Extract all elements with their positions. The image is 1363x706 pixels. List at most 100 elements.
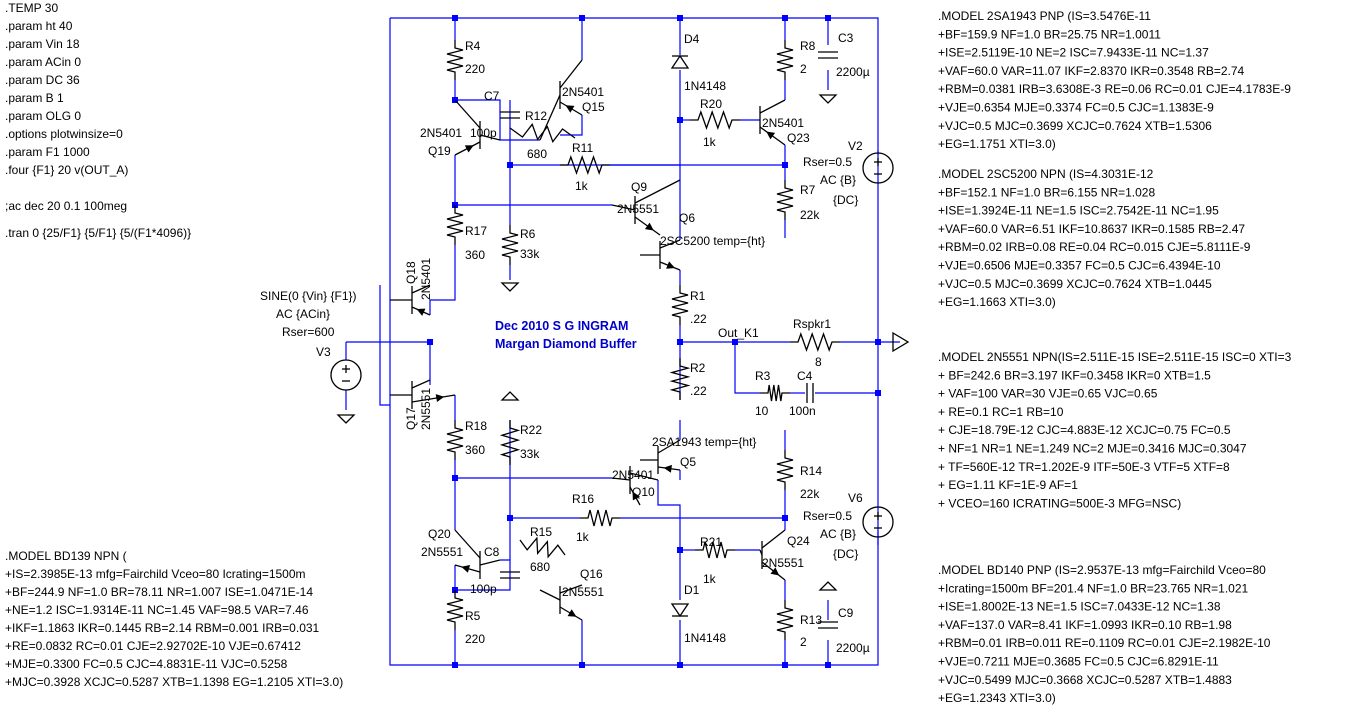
resistor-r2[interactable]: [669, 358, 691, 400]
output-port[interactable]: [892, 331, 910, 353]
model-2sc5200-line: +ISE=1.3924E-11 NE=1.5 ISC=2.7542E-11 NC…: [938, 204, 1219, 218]
spice-directive: .param ACin 0: [5, 55, 81, 69]
label-q9: Q9: [631, 180, 647, 194]
label-r20: R20: [700, 97, 722, 111]
model-2n5551-line: + VCEO=160 ICRATING=500E-3 MFG=NSC): [938, 496, 1181, 510]
capacitor-c3[interactable]: [818, 51, 838, 59]
voltage-source-v2[interactable]: [862, 152, 894, 184]
text-layer: .TEMP 30.param ht 40.param Vin 18.param …: [5, 1, 1292, 705]
transistor-q6[interactable]: [640, 239, 681, 271]
model-2n5551-line: + CJE=18.79E-12 CJC=4.883E-12 XCJC=0.75 …: [938, 423, 1231, 437]
transistor-q19[interactable]: [454, 99, 501, 156]
resistor-rspkr1[interactable]: [790, 332, 840, 352]
v6-rser: Rser=0.5: [803, 509, 852, 523]
resistor-r5[interactable]: [446, 590, 464, 630]
wire: [560, 115, 583, 136]
model-bd139-line: +NE=1.2 ISC=1.9314E-11 NC=1.45 VAF=98.5 …: [5, 603, 309, 617]
transistor-q23[interactable]: [759, 99, 786, 146]
value-q19: 2N5401: [420, 126, 462, 140]
spice-directive: .TEMP 30: [5, 1, 58, 15]
value-q16: 2N5551: [562, 585, 604, 599]
resistor-r22[interactable]: [499, 420, 521, 465]
voltage-source-v6[interactable]: [862, 506, 894, 538]
value-q9: 2N5551: [617, 202, 659, 216]
transistor-q24[interactable]: [759, 529, 786, 581]
resistor-r21[interactable]: [695, 541, 735, 559]
model-2sc5200-line: +VAF=60.0 VAR=6.51 IKF=10.8637 IKR=0.158…: [938, 222, 1245, 236]
resistor-r4[interactable]: [446, 40, 464, 80]
wire: [454, 80, 540, 141]
value-q18: 2N5401: [419, 258, 433, 300]
model-bd140-line: +RBM=0.01 IRB=0.011 RE=0.1109 RC=0.01 CJ…: [938, 636, 1271, 650]
value-q17: 2N5551: [419, 388, 433, 430]
model-2sa1943-line: +RBM=0.0381 IRB=3.6308E-3 RE=0.06 RC=0.0…: [938, 82, 1291, 96]
diode-d1[interactable]: [670, 603, 690, 618]
capacitor-c9[interactable]: [818, 621, 838, 629]
junction-dot: [677, 117, 683, 123]
label-r21: R21: [700, 535, 722, 549]
label-rspkr1: Rspkr1: [793, 317, 831, 331]
transistor-q16[interactable]: [539, 584, 583, 621]
resistor-r20[interactable]: [690, 110, 740, 130]
resistor-r16[interactable]: [580, 509, 620, 527]
diode-d4[interactable]: [670, 54, 690, 69]
resistor-r7[interactable]: [776, 180, 794, 220]
label-q15: Q15: [582, 100, 605, 114]
label-r18: R18: [465, 419, 487, 433]
transistor-q5[interactable]: [640, 439, 681, 474]
resistor-r6[interactable]: [501, 225, 519, 265]
transistor-q20[interactable]: [454, 529, 501, 579]
spice-directive: .param OLG 0: [5, 109, 81, 123]
resistor-r17[interactable]: [446, 205, 464, 245]
resistor-r18[interactable]: [446, 420, 464, 460]
model-bd140-line: +ISE=1.8002E-13 NE=1.5 ISC=7.0433E-12 NC…: [938, 600, 1221, 614]
model-bd139-line: +RE=0.0832 RC=0.01 CJE=2.92702E-10 VJE=0…: [5, 639, 301, 653]
label-r4: R4: [465, 39, 481, 53]
label-c3: C3: [838, 31, 854, 45]
resistor-r3[interactable]: [760, 384, 790, 402]
value-c4: 100n: [789, 404, 816, 418]
wire: [455, 559, 511, 591]
v6-dc: {DC}: [833, 547, 858, 561]
transistor-q10[interactable]: [611, 466, 659, 506]
wire: [379, 285, 390, 406]
value-r1: .22: [690, 312, 707, 326]
resistor-r8[interactable]: [776, 40, 794, 80]
label-r22: R22: [520, 423, 542, 437]
transient-command: .tran 0 {25/F1} {5/F1} {5/(F1*4096)}: [5, 226, 191, 240]
capacitor-c7[interactable]: [500, 111, 520, 119]
v2-dc: {DC}: [833, 193, 858, 207]
value-q10: 2N5401: [612, 468, 654, 482]
value-r5: 220: [465, 632, 485, 646]
value-rspkr1: 8: [815, 355, 822, 369]
spice-directive: .param DC 36: [5, 73, 80, 87]
resistor-r14[interactable]: [776, 450, 794, 490]
voltage-source-v3[interactable]: [330, 359, 362, 391]
resistor-r13[interactable]: [776, 600, 794, 640]
value-r14: 22k: [800, 487, 820, 501]
transistor-q18[interactable]: [390, 284, 431, 316]
transistor-q9[interactable]: [611, 179, 681, 236]
resistor-r15[interactable]: [519, 536, 566, 559]
resistor-r11[interactable]: [560, 155, 610, 175]
model-bd140-line: +VAF=137.0 VAR=8.41 IKF=1.0993 IKR=0.10 …: [938, 618, 1232, 632]
label-v6: V6: [848, 491, 863, 505]
transistor-q17[interactable]: [390, 379, 456, 409]
spice-directive: .param Vin 18: [5, 37, 80, 51]
junction-dot: [732, 339, 738, 345]
junction-dot: [507, 515, 513, 521]
label-r8: R8: [800, 39, 816, 53]
model-bd140-line: +VJE=0.7211 MJE=0.3685 FC=0.5 CJC=6.8291…: [938, 655, 1219, 669]
transistor-q15[interactable]: [539, 59, 583, 141]
capacitor-c8[interactable]: [500, 571, 520, 579]
v3-function: SINE(0 {Vin} {F1}): [260, 289, 357, 303]
model-2sc5200-line: +VJC=0.5 MJC=0.3699 XCJC=0.7624 XTB=1.04…: [938, 277, 1212, 291]
junction-dot: [507, 162, 513, 168]
label-c7: C7: [484, 89, 500, 103]
capacitor-c4[interactable]: [806, 383, 814, 403]
model-2n5551-line: + NF=1 NR=1 NE=1.249 NC=2 MJE=0.3416 MJC…: [938, 442, 1247, 456]
model-2n5551-line: .MODEL 2N5551 NPN(IS=2.511E-15 ISE=2.511…: [938, 350, 1292, 364]
label-r16: R16: [572, 492, 594, 506]
resistor-r1[interactable]: [671, 285, 689, 325]
